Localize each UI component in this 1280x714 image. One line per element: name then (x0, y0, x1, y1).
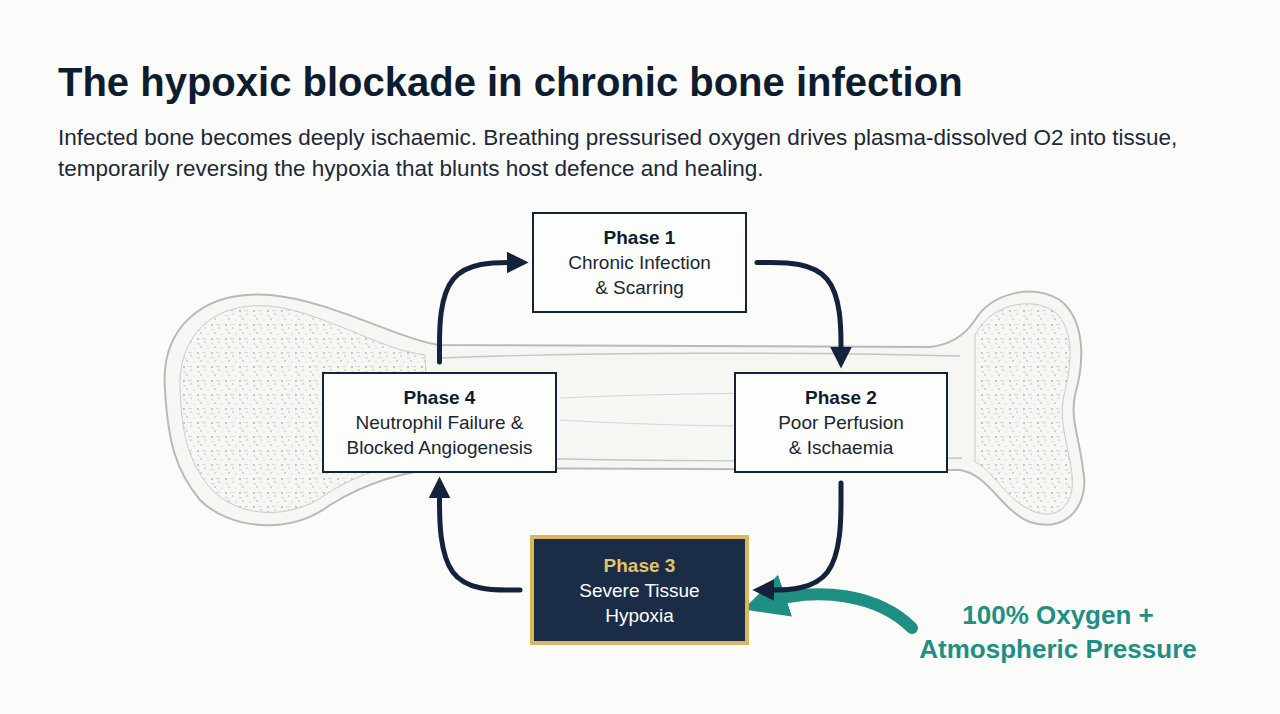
cycle-arrow (440, 263, 523, 363)
phase-body: Severe Tissue Hypoxia (565, 578, 715, 628)
phase-heading: Phase 4 (404, 385, 476, 410)
bone-shaft-line (440, 353, 960, 358)
phase-heading: Phase 1 (604, 225, 676, 250)
phase-body: Neutrophil Failure & Blocked Angiogenesi… (332, 410, 547, 460)
diagram-caption: Infected bone becomes deeply ischaemic. … (58, 122, 1178, 184)
diagram-title: The hypoxic blockade in chronic bone inf… (58, 58, 1238, 106)
callout-label: 100% Oxygen + Atmospheric Pressure (898, 598, 1218, 666)
phase-box: Phase 1Chronic Infection & Scarring (532, 212, 747, 313)
phase-box: Phase 4Neutrophil Failure & Blocked Angi… (322, 372, 557, 473)
phase-body: Poor Perfusion & Ischaemia (771, 410, 911, 460)
bone-outline (165, 292, 1085, 526)
cycle-arrow (757, 263, 841, 363)
phase-box: Phase 3Severe Tissue Hypoxia (530, 535, 749, 645)
cycle-arrow (759, 483, 841, 590)
phase-heading: Phase 3 (604, 553, 676, 578)
phase-heading: Phase 2 (805, 385, 877, 410)
cycle-arrow (440, 483, 521, 590)
phase-box: Phase 2Poor Perfusion & Ischaemia (734, 372, 948, 473)
bone-epiphysis-right (975, 304, 1072, 514)
oxygen-arrow (760, 594, 912, 628)
phase-body: Chronic Infection & Scarring (560, 250, 720, 300)
